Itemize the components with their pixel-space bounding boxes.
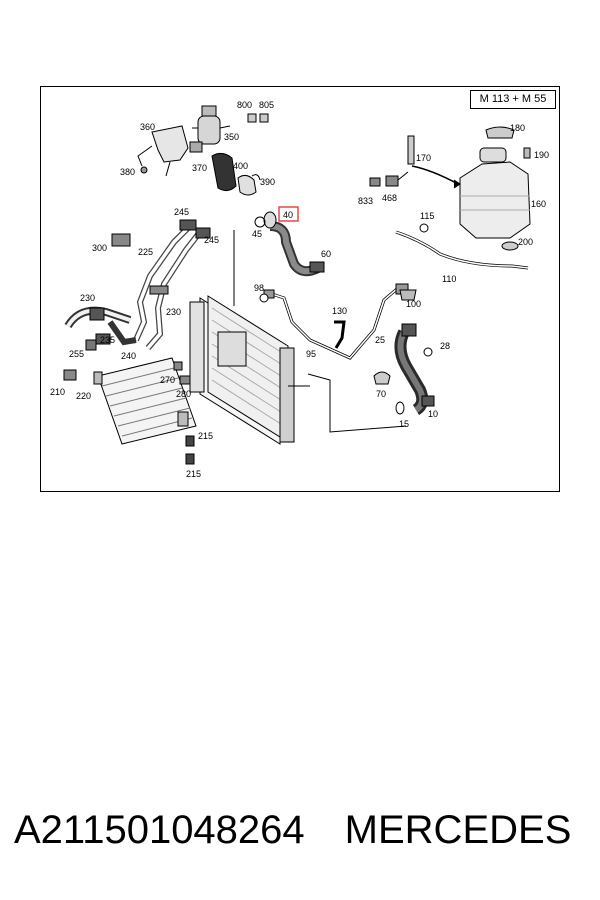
part-label-98[interactable]: 98 <box>254 283 264 293</box>
hose-370-shape <box>211 152 261 196</box>
part-label-45[interactable]: 45 <box>252 229 262 239</box>
part-label-210[interactable]: 210 <box>50 387 65 397</box>
part-label-130[interactable]: 130 <box>332 306 347 316</box>
part-label-28[interactable]: 28 <box>440 341 450 351</box>
hose-110-shape <box>395 223 529 270</box>
sensor-170-shape <box>407 135 461 189</box>
part-label-160[interactable]: 160 <box>531 199 546 209</box>
engine-variant-tag: M 113 + M 55 <box>470 90 556 109</box>
part-label-245-side[interactable]: 245 <box>204 235 219 245</box>
hose-25-shape <box>394 323 435 416</box>
part-label-230-right[interactable]: 230 <box>166 307 181 317</box>
cap-200-shape <box>501 241 519 251</box>
part-label-60[interactable]: 60 <box>321 249 331 259</box>
part-label-170[interactable]: 170 <box>416 153 431 163</box>
part-label-370[interactable]: 370 <box>192 163 207 173</box>
brand-name: MERCEDES <box>344 808 572 852</box>
part-label-100[interactable]: 100 <box>406 299 421 309</box>
part-label-800[interactable]: 800 <box>237 100 252 110</box>
part-label-833[interactable]: 833 <box>358 196 373 206</box>
part-labels: 800 805 360 350 380 370 400 390 245 245 … <box>50 100 549 479</box>
radiator-shape <box>189 295 295 445</box>
part-label-200[interactable]: 200 <box>518 237 533 247</box>
parts-diagram: 800 805 360 350 380 370 400 390 245 245 … <box>50 100 549 479</box>
connector-833-468-shape <box>369 171 409 187</box>
clamp-70-shape <box>373 371 391 385</box>
highlight-40-box <box>278 206 299 222</box>
part-label-180[interactable]: 180 <box>510 123 525 133</box>
part-label-230-left[interactable]: 230 <box>80 293 95 303</box>
intercooler-210-shape <box>63 357 197 445</box>
part-label-805[interactable]: 805 <box>259 100 274 110</box>
part-label-110[interactable]: 110 <box>442 274 456 284</box>
part-label-245-top[interactable]: 245 <box>174 207 189 217</box>
part-label-468[interactable]: 468 <box>382 193 397 203</box>
parts-artwork <box>63 105 531 465</box>
part-label-400[interactable]: 400 <box>233 161 248 171</box>
reservoir-160-shape <box>459 126 531 239</box>
bracket-360-shape <box>137 125 189 177</box>
plugs-215-shape <box>185 435 195 465</box>
part-label-95[interactable]: 95 <box>306 349 316 359</box>
hose-230-shape <box>64 306 137 346</box>
clip-98-shape <box>259 293 269 303</box>
diagram-frame <box>40 86 560 492</box>
pump-350-shape <box>189 105 231 153</box>
clip-100-shape <box>399 289 417 301</box>
clamp-255-shape <box>85 339 97 351</box>
part-number: A211501048264 <box>14 808 305 852</box>
pipe-95-shape <box>263 283 409 360</box>
part-label-215-top[interactable]: 215 <box>198 431 213 441</box>
part-label-360[interactable]: 360 <box>140 122 155 132</box>
part-label-225[interactable]: 225 <box>138 247 153 257</box>
product-caption: A211501048264 MERCEDES <box>14 808 571 853</box>
part-label-280[interactable]: 280 <box>176 389 191 399</box>
part-label-25[interactable]: 25 <box>375 335 385 345</box>
part-label-270[interactable]: 270 <box>160 375 175 385</box>
part-label-70[interactable]: 70 <box>376 389 386 399</box>
part-label-255[interactable]: 255 <box>69 349 84 359</box>
hose-40-shape <box>254 211 325 277</box>
part-label-350[interactable]: 350 <box>224 132 239 142</box>
part-label-300[interactable]: 300 <box>92 243 107 253</box>
part-label-380[interactable]: 380 <box>120 167 135 177</box>
part-label-15[interactable]: 15 <box>399 419 409 429</box>
ring-15-shape <box>395 401 405 415</box>
part-label-235[interactable]: 235 <box>100 335 115 345</box>
part-label-40[interactable]: 40 <box>283 210 293 220</box>
part-label-390[interactable]: 390 <box>260 177 275 187</box>
clamp-300-shape <box>111 233 131 247</box>
part-label-215-bottom[interactable]: 215 <box>186 469 201 479</box>
clips-800-805-shape <box>247 113 269 123</box>
part-label-10[interactable]: 10 <box>428 409 438 419</box>
part-label-240[interactable]: 240 <box>121 351 136 361</box>
part-label-115[interactable]: 115 <box>420 211 434 221</box>
part-label-220[interactable]: 220 <box>76 391 91 401</box>
part-label-190[interactable]: 190 <box>534 150 549 160</box>
hose-225-shape <box>133 219 211 350</box>
bracket-130-shape <box>334 320 346 349</box>
